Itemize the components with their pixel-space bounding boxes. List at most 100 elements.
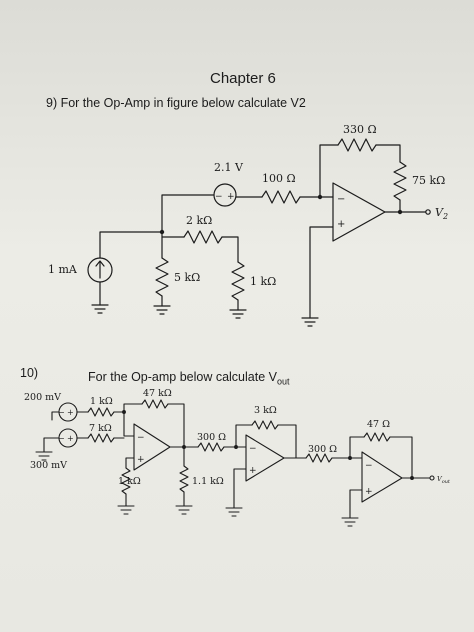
circuit-10-labels: 200 mV 1 kΩ 47 kΩ 7 kΩ 300 mV 1 kΩ 300 Ω… xyxy=(24,388,451,487)
src1-minus: − xyxy=(58,408,65,417)
label-r3k: 3 kΩ xyxy=(254,405,277,416)
output-terminal-10 xyxy=(429,475,435,481)
resistor-75-kohm xyxy=(393,161,407,201)
label-r330: 330 Ω xyxy=(343,123,377,136)
label-vout-sub: out xyxy=(442,479,451,485)
label-v2-main: V xyxy=(435,206,444,219)
output-terminal-9 xyxy=(425,209,431,215)
node-out-9 xyxy=(397,209,403,215)
wire-feedback-9b xyxy=(375,144,401,163)
question-10-number: 10) xyxy=(20,366,39,380)
wire-fb2 xyxy=(235,424,253,448)
label-vout: Vout xyxy=(437,475,451,485)
opamp-10b-minus: − xyxy=(249,444,257,454)
resistor-2-kohm xyxy=(183,230,223,244)
ground-9-main xyxy=(301,317,319,327)
wire-src2-gnd xyxy=(43,437,60,453)
vsrc-plus: + xyxy=(227,192,235,202)
ground-10-1k1 xyxy=(175,505,193,515)
question-10-main: For the Op-amp below calculate V xyxy=(88,370,277,384)
resistor-1-kohm-b xyxy=(121,467,131,495)
wire-2k-b xyxy=(221,236,239,263)
ground-10-op2 xyxy=(225,507,243,517)
resistor-1-kohm-9 xyxy=(231,261,245,301)
label-r300-a: 300 Ω xyxy=(197,432,226,443)
opamp-10c xyxy=(361,451,403,503)
resistor-7-kohm xyxy=(87,433,115,443)
resistor-1-1-kohm xyxy=(179,465,189,493)
opamp-9-plus: + xyxy=(337,219,345,230)
label-r47k: 47 kΩ xyxy=(143,388,172,399)
opamp-10c-plus: + xyxy=(365,487,373,497)
ground-9-isrc xyxy=(91,304,109,314)
resistor-5-kohm xyxy=(155,257,169,297)
wire-fb2-b xyxy=(277,424,297,459)
resistor-1-kohm-a xyxy=(87,407,115,417)
wire-fb1 xyxy=(123,403,143,413)
opamp-10b-plus: + xyxy=(249,466,257,476)
label-r2k: 2 kΩ xyxy=(186,214,212,227)
wire-plus1 xyxy=(125,457,135,469)
opamp-9 xyxy=(332,182,386,242)
ground-10-1k xyxy=(117,505,135,515)
label-r1k-9: 1 kΩ xyxy=(250,275,276,288)
wire-feedback-9 xyxy=(319,144,339,198)
resistor-300-ohm-b xyxy=(305,453,333,463)
wire-plus3 xyxy=(349,489,363,519)
opamp-9-minus: − xyxy=(337,194,345,205)
current-arrow-head xyxy=(95,260,105,267)
resistor-47-kohm xyxy=(141,399,169,409)
label-200mv: 200 mV xyxy=(24,392,61,403)
wire-src1-gnd xyxy=(51,411,60,421)
resistor-100-ohm xyxy=(261,190,301,204)
ground-9-1k xyxy=(229,309,247,319)
wire-fb3-b xyxy=(389,436,413,479)
ground-10-src2 xyxy=(35,451,53,461)
label-r5k: 5 kΩ xyxy=(174,271,200,284)
opamp-10b xyxy=(245,434,285,482)
opamp-10a xyxy=(133,423,171,471)
label-r75k: 75 kΩ xyxy=(412,174,445,187)
label-r300-b: 300 Ω xyxy=(308,444,337,455)
vsrc-minus: − xyxy=(215,192,223,202)
circuit-9: − + − + xyxy=(87,138,431,327)
label-r1k-b: 1 kΩ xyxy=(118,476,141,487)
question-9-text: 9) For the Op-Amp in figure below calcul… xyxy=(46,96,306,110)
label-v2: V2 xyxy=(435,206,448,221)
src2-minus: − xyxy=(58,434,65,443)
label-r7k: 7 kΩ xyxy=(89,423,112,434)
label-1ma: 1 mA xyxy=(48,263,78,276)
wire-in1 xyxy=(113,411,135,437)
wire-src-9b xyxy=(161,194,215,233)
resistor-300-ohm-a xyxy=(197,442,225,452)
label-r1k1: 1.1 kΩ xyxy=(192,476,224,487)
label-300mv: 300 mV xyxy=(30,460,67,471)
resistor-3-kohm xyxy=(251,420,279,430)
question-10-sub: out xyxy=(276,376,290,387)
label-v2-sub: 2 xyxy=(442,212,448,221)
wire-ground-9 xyxy=(309,226,334,319)
wire-fb3 xyxy=(349,436,365,459)
question-10-text: For the Op-amp below calculate Vout xyxy=(88,370,290,387)
opamp-10a-minus: − xyxy=(137,433,145,443)
label-r47: 47 Ω xyxy=(367,419,390,430)
ground-10-op3 xyxy=(341,517,359,527)
resistor-330-ohm xyxy=(337,138,377,152)
node-out3 xyxy=(410,476,414,480)
label-2v1: 2.1 V xyxy=(214,161,244,174)
wire-plus2 xyxy=(233,468,247,509)
opamp-10c-minus: − xyxy=(365,461,373,471)
opamp-10a-plus: + xyxy=(137,455,145,465)
wire-fb1-b xyxy=(167,403,185,448)
chapter-heading: Chapter 6 xyxy=(210,70,276,87)
circuit-10: − + − + − + xyxy=(35,399,435,527)
resistor-47-ohm xyxy=(363,432,391,442)
label-r100: 100 Ω xyxy=(262,172,296,185)
label-vout-main: V xyxy=(437,475,443,483)
ground-9-5k xyxy=(153,305,171,315)
circuit-9-labels: 330 Ω 2.1 V 100 Ω 75 kΩ V2 2 kΩ 1 mA 5 k… xyxy=(48,123,448,288)
label-r1k-a: 1 kΩ xyxy=(90,396,113,407)
src2-plus: + xyxy=(67,434,74,443)
